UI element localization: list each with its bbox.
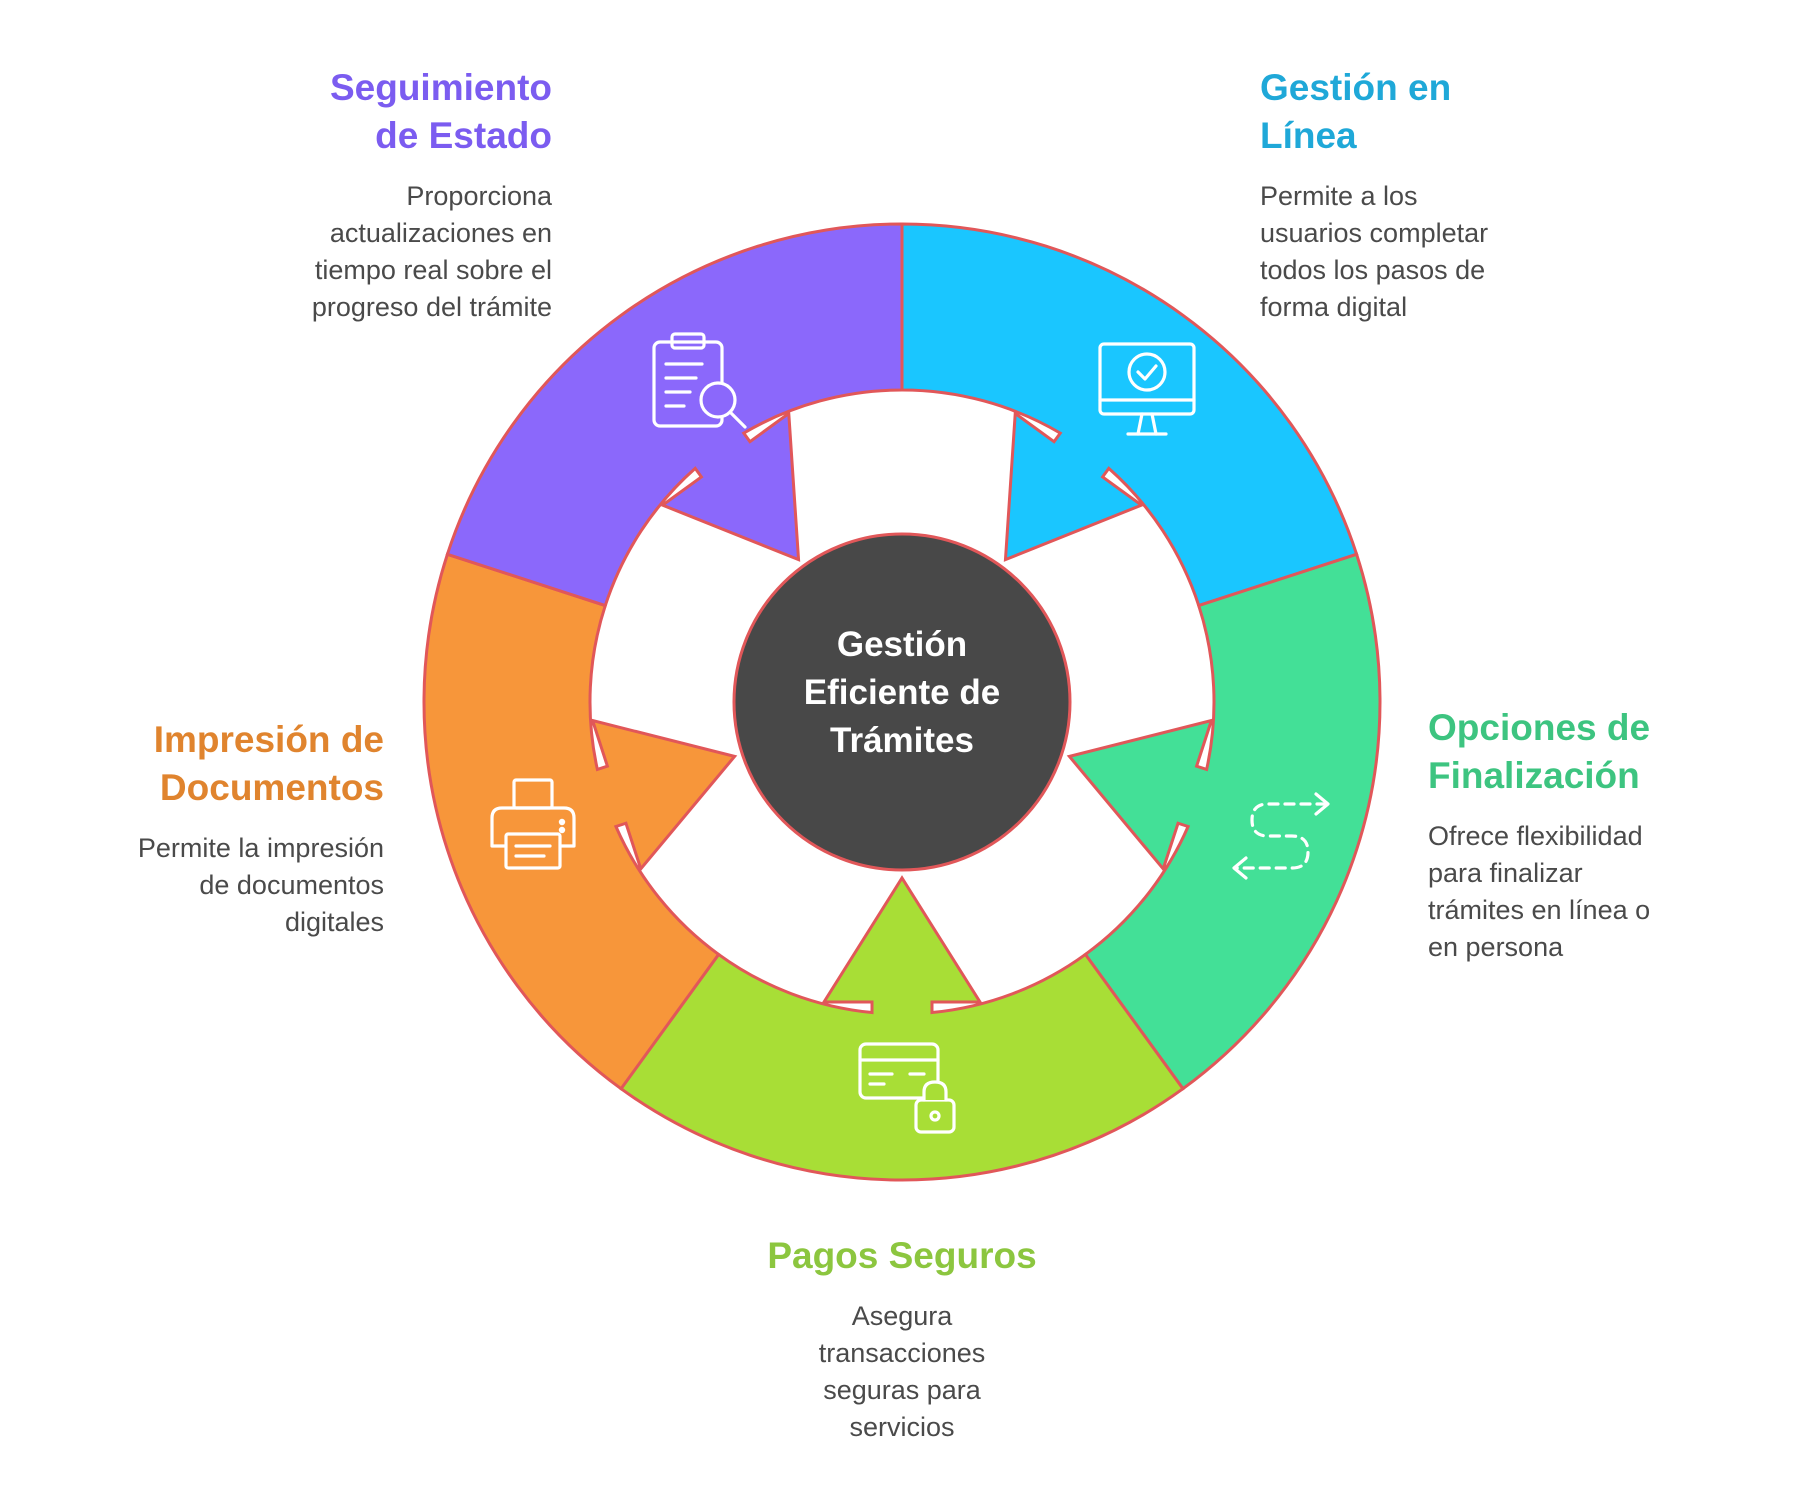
label-opciones: Opciones de Finalización Ofrece flexibil… (1428, 704, 1798, 966)
center-title-line-2: Eficiente de (804, 673, 1000, 712)
label-impresion: Impresión de Documentos Permite la impre… (40, 716, 384, 941)
label-gestion-linea: Gestión en Línea Permite a los usuarios … (1260, 64, 1640, 326)
route-icon (1232, 792, 1330, 880)
label-pagos: Pagos Seguros Asegura transacciones segu… (662, 1232, 1142, 1446)
desc-seguimiento: Proporciona actualizaciones en tiempo re… (311, 181, 552, 322)
desc-opciones: Ofrece flexibilidad para finalizar trámi… (1428, 821, 1651, 962)
segment-pagos (618, 875, 1186, 1182)
center-title-line-1: Gestión (837, 625, 967, 664)
desc-pagos: Asegura transacciones seguras para servi… (818, 1301, 986, 1442)
title-opciones: Opciones de Finalización (1428, 707, 1651, 796)
center-title-line-3: Trámites (830, 721, 974, 760)
title-impresion: Impresión de Documentos (153, 719, 384, 808)
monitor-check-icon (1098, 342, 1196, 436)
title-pagos: Pagos Seguros (767, 1235, 1037, 1276)
segment-seguimiento (445, 222, 904, 608)
title-gestion-linea: Gestión en Línea (1260, 67, 1452, 156)
clipboard-search-icon (652, 332, 747, 429)
title-seguimiento: Seguimiento de Estado (329, 67, 552, 156)
desc-impresion: Permite la impresión de documentos digit… (137, 833, 384, 937)
ring (422, 222, 1382, 1182)
card-lock-icon (858, 1042, 956, 1134)
label-seguimiento: Seguimiento de Estado Proporciona actual… (200, 64, 552, 326)
printer-icon (490, 778, 576, 870)
center-circle: Gestión Eficiente de Trámites (732, 532, 1072, 872)
desc-gestion-linea: Permite a los usuarios completar todos l… (1260, 181, 1489, 322)
